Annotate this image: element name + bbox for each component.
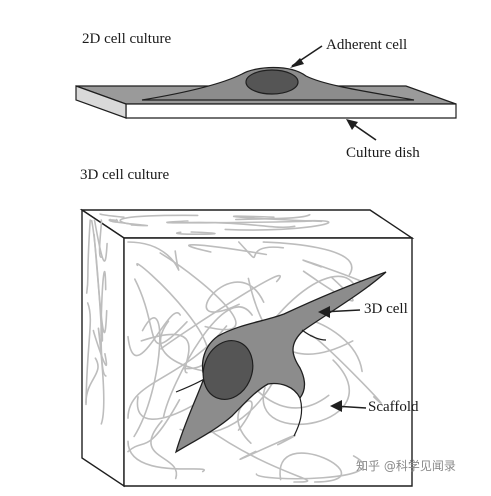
scaffold-fiber	[224, 219, 330, 231]
title-3d-culture: 3D cell culture	[80, 167, 170, 183]
scaffold-fiber	[119, 214, 199, 225]
cell-3d-nucleus	[202, 340, 254, 400]
label-adherent-cell: Adherent cell	[326, 37, 408, 53]
scaffold-fiber	[162, 306, 253, 418]
watermark: 知乎 @科学见闻录	[356, 459, 456, 473]
scaffold-fiber	[85, 302, 92, 406]
scaffold-fiber	[140, 333, 190, 374]
arrow-3d-cell	[318, 306, 361, 318]
scaffold-fiber	[160, 274, 281, 350]
scaffold-fiber	[127, 312, 181, 357]
scaffold-fiber	[262, 359, 351, 426]
dish-front-face	[125, 103, 457, 119]
cell-3d	[174, 271, 387, 454]
scaffold-fiber	[262, 241, 353, 276]
scaffold-fiber	[85, 219, 91, 294]
scaffold-fiber	[187, 221, 296, 229]
cell-3d-body	[174, 271, 387, 454]
arrow-scaffold	[330, 400, 367, 412]
scaffold-fiber	[108, 218, 149, 227]
title-2d-culture: 2D cell culture	[82, 31, 172, 47]
adherent-cell-nucleus	[245, 69, 299, 95]
scaffold-fiber	[99, 213, 125, 218]
label-3d-cell: 3D cell	[364, 301, 408, 317]
scaffold-fiber	[133, 317, 161, 438]
adherent-cell-2d	[141, 66, 415, 101]
arrow-culture-dish	[346, 119, 377, 141]
scaffold-fiber	[100, 270, 107, 377]
scaffold-fiber	[188, 243, 268, 256]
label-culture-dish: Culture dish	[346, 145, 420, 161]
scaffold-fiber	[150, 420, 178, 480]
scaffold-fiber	[90, 219, 104, 342]
scaffold-fiber	[93, 219, 108, 262]
scaffold-fiber	[176, 231, 216, 236]
scaffold-fiber	[235, 213, 311, 221]
scaffold-fiber	[202, 425, 309, 483]
scaffold-fiber	[127, 399, 181, 453]
scaffold-fiber	[239, 434, 296, 460]
arrow-adherent-cell	[290, 45, 323, 68]
scaffold-fiber	[279, 452, 343, 483]
label-scaffold: Scaffold	[368, 399, 419, 415]
scaffold-fiber	[159, 252, 237, 331]
scaffold-fiber	[98, 219, 103, 258]
dish-side-face	[75, 85, 127, 119]
scaffold-fiber	[255, 455, 365, 480]
scaffold-fiber	[127, 440, 206, 473]
